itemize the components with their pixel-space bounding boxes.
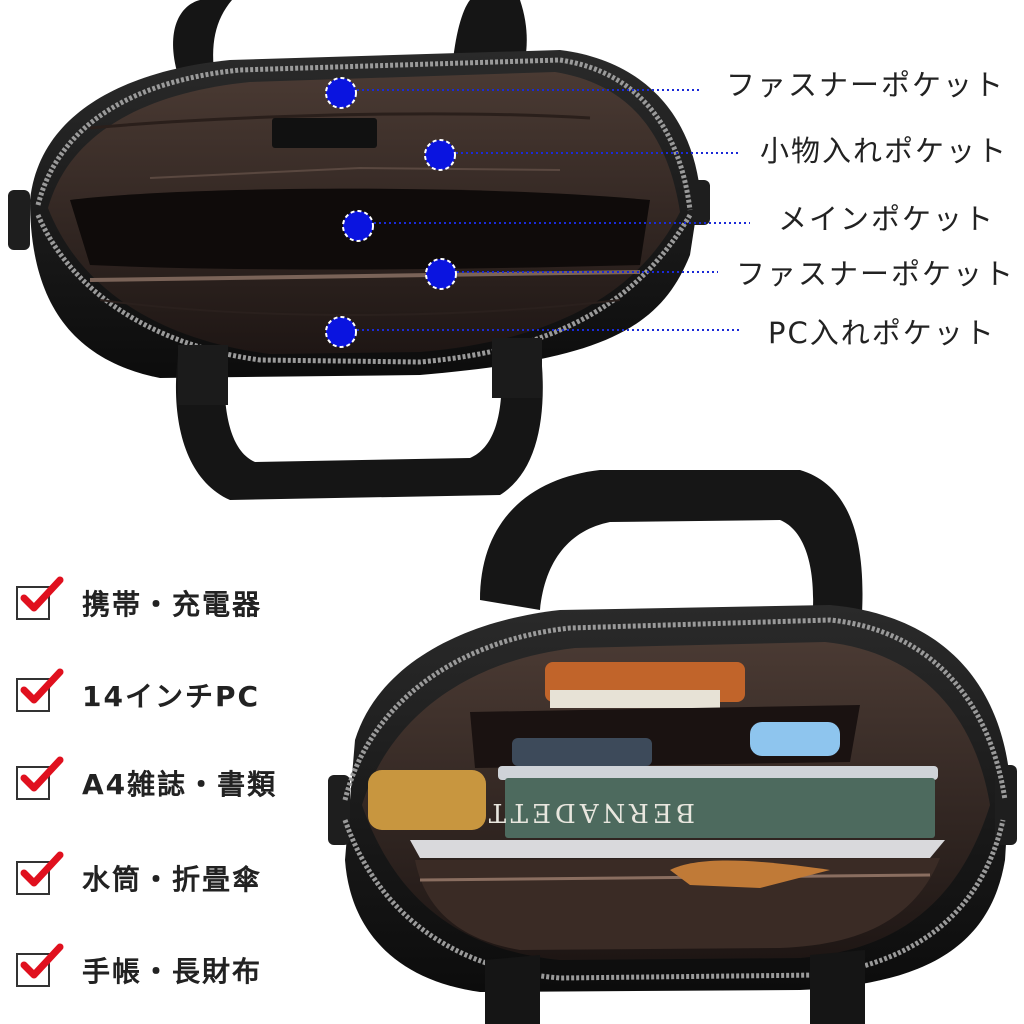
checkbox-checked (16, 668, 64, 712)
callout-marker (325, 77, 700, 109)
red-check-icon (20, 756, 64, 792)
callout-marker (342, 210, 750, 242)
bottom-bag-handle-back (480, 470, 863, 640)
red-check-icon (20, 668, 64, 704)
key-holder (670, 860, 830, 888)
checkbox-checked (16, 943, 64, 987)
water-bottle (750, 722, 840, 756)
velcro-tab (272, 118, 377, 148)
checklist-label: 携帯・充電器 (82, 588, 263, 621)
callout-marker (424, 139, 738, 171)
top-bag-handle-front (175, 345, 543, 500)
book-spine-text: BERNADETT (485, 797, 695, 827)
top-bag-zipper (35, 57, 693, 211)
tablet (498, 766, 938, 780)
laptop (410, 840, 945, 858)
bottom-bag-image: BERNADETT (328, 470, 1017, 1024)
checklist-item: 14インチPC (16, 668, 261, 720)
red-check-icon (20, 576, 64, 612)
checklist-label: A4雑誌・書類 (82, 768, 278, 801)
callout-label-pc-pocket: PC入れポケット (768, 316, 996, 350)
callout-markers (325, 77, 750, 348)
callout-label-main-pocket: メインポケット (778, 202, 996, 236)
checkbox-checked (16, 851, 64, 895)
top-bag-handle-back (173, 0, 232, 78)
smartphone (512, 738, 652, 766)
red-check-icon (20, 851, 64, 887)
checklist-label: 水筒・折畳傘 (82, 863, 263, 896)
checklist-item: 携帯・充電器 (16, 576, 263, 628)
book (505, 778, 935, 838)
leather-pouch (368, 770, 486, 830)
checklist-label: 手帳・長財布 (82, 955, 263, 988)
checkbox-checked (16, 576, 64, 620)
callout-label-zipper-pocket-middle: ファスナーポケット (736, 257, 1016, 291)
red-check-icon (20, 943, 64, 979)
top-bag-image (8, 0, 710, 500)
checklist-label: 14インチPC (82, 680, 261, 713)
callout-label-accessory-pocket: 小物入れポケット (760, 134, 1009, 168)
checklist-item: 水筒・折畳傘 (16, 851, 263, 903)
callout-marker (425, 258, 718, 290)
checklist-item: 手帳・長財布 (16, 943, 263, 995)
checkbox-checked (16, 756, 64, 800)
callout-marker (325, 316, 740, 348)
callout-label-zipper-pocket-top: ファスナーポケット (726, 68, 1006, 102)
checklist-item: A4雑誌・書類 (16, 756, 278, 808)
